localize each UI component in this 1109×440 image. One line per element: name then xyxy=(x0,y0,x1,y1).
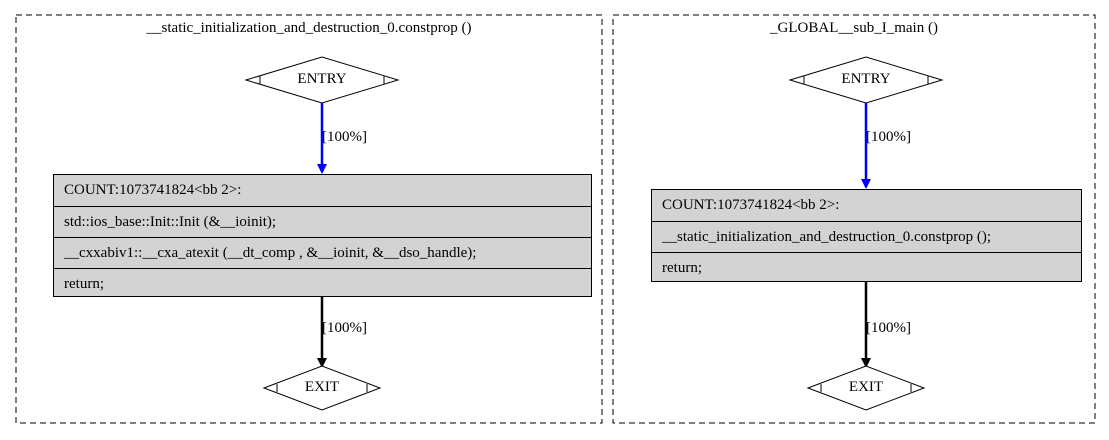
entry-node xyxy=(788,56,944,104)
entry-edge-label: [100%] xyxy=(866,129,911,145)
block-line: return; xyxy=(652,252,1081,283)
cluster-title: __static_initialization_and_destruction_… xyxy=(146,20,472,36)
cluster-frame xyxy=(15,14,603,424)
block-line: __static_initialization_and_destruction_… xyxy=(652,221,1081,252)
basic-block: COUNT:1073741824<bb 2>: __static_initial… xyxy=(651,189,1082,282)
entry-label: ENTRY xyxy=(297,71,347,87)
basic-block: COUNT:1073741824<bb 2>: std::ios_base::I… xyxy=(53,174,592,297)
entry-label: ENTRY xyxy=(841,71,891,87)
block-line: COUNT:1073741824<bb 2>: xyxy=(64,182,242,198)
exit-edge-label: [100%] xyxy=(866,320,911,336)
exit-node xyxy=(262,365,382,411)
block-line: return; xyxy=(54,268,591,299)
cluster-title: _GLOBAL__sub_I_main () xyxy=(770,20,938,36)
block-line: COUNT:1073741824<bb 2>: xyxy=(662,197,840,213)
entry-node xyxy=(244,56,400,104)
exit-label: EXIT xyxy=(848,379,884,395)
cluster-frame xyxy=(612,14,1096,424)
entry-edge-label: [100%] xyxy=(322,129,367,145)
block-line: __cxxabiv1::__cxa_atexit (__dt_comp , &_… xyxy=(54,237,591,268)
exit-node xyxy=(806,365,926,411)
exit-edge-label: [100%] xyxy=(322,320,367,336)
exit-label: EXIT xyxy=(304,379,340,395)
block-line: std::ios_base::Init::Init (&__ioinit); xyxy=(54,206,591,237)
